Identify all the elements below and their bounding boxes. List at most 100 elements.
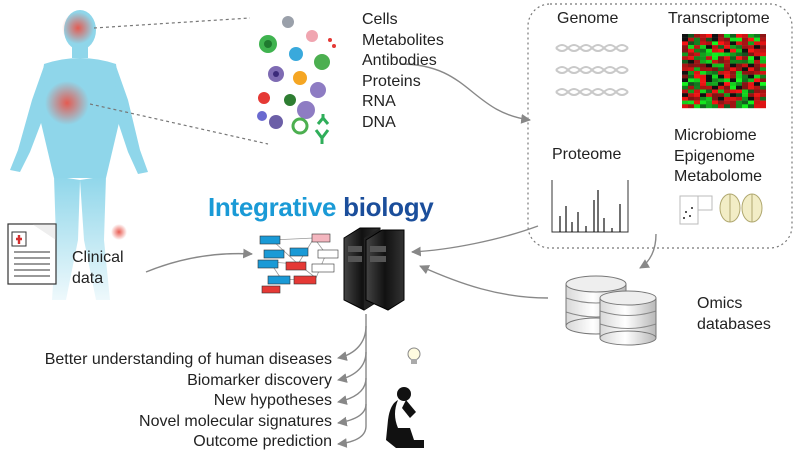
arrow-omics-to-databases [639, 233, 657, 269]
heatmap-cell [682, 78, 688, 83]
heatmap-cell [748, 41, 754, 46]
databases-label-line: Omics [697, 295, 743, 312]
heatmap-cell [730, 63, 736, 68]
component-item: Metabolites [362, 31, 444, 49]
heatmap-cell [736, 100, 742, 105]
heatmap-cell [682, 85, 688, 90]
heatmap-cell [748, 67, 754, 72]
heatmap-cell [742, 96, 748, 101]
heatmap-cell [694, 85, 700, 90]
heatmap-cell [718, 71, 724, 75]
heatmap-cell [718, 52, 724, 57]
heatmap-cell [724, 74, 730, 79]
heatmap-cell [730, 100, 736, 105]
heatmap-cell [682, 41, 688, 46]
clinical-data-label: Clinical data [72, 248, 124, 289]
server-icon [343, 227, 405, 311]
heatmap-cell [700, 56, 706, 61]
heatmap-cell [712, 85, 718, 90]
heatmap-cell [712, 41, 718, 46]
heatmap-cell [718, 56, 724, 61]
heatmap-cell [760, 56, 766, 61]
heatmap-cell [706, 74, 712, 79]
heatmap-cell [688, 89, 694, 94]
heatmap-cell [742, 93, 748, 98]
heatmap-cell [712, 37, 718, 42]
heatmap-cell [754, 96, 760, 101]
heatmap-cell [688, 96, 694, 101]
heatmap-cell [718, 74, 724, 79]
heatmap-cell [724, 67, 730, 72]
components-list: Cells Metabolites Antibodies Proteins RN… [362, 10, 444, 133]
heatmap-cell [700, 48, 706, 53]
heatmap-cell [682, 48, 688, 53]
heatmap-cell [712, 104, 718, 109]
heatmap-cell [730, 96, 736, 101]
heatmap-cell [712, 82, 718, 86]
heatmap-cell [706, 89, 712, 94]
genome-dna-icon [555, 44, 629, 96]
heatmap-cell [682, 34, 688, 38]
heatmap-cell [754, 71, 760, 75]
heatmap-cell [760, 41, 766, 46]
heatmap-cell [760, 45, 766, 49]
heatmap-cell [682, 37, 688, 42]
heatmap-cell [742, 71, 748, 75]
heatmap-cell [682, 96, 688, 101]
heatmap-cell [742, 63, 748, 68]
heatmap-cell [682, 59, 688, 64]
other-omics-list: Microbiome Epigenome Metabolome [674, 126, 762, 188]
dashed-connector-bottom [89, 103, 269, 145]
heatmap-cell [682, 71, 688, 75]
diagram-title: Integrative biology [208, 192, 434, 223]
other-omics-item: Microbiome [674, 127, 757, 144]
heatmap-cell [718, 41, 724, 46]
transcriptome-label: Transcriptome [668, 10, 770, 27]
heatmap-cell [754, 59, 760, 64]
heatmap-cell [688, 34, 694, 38]
arrow-proteome-to-integrative [411, 225, 539, 257]
heatmap-cell [688, 85, 694, 90]
heatmap-cell [718, 45, 724, 49]
omics-databases-label: Omics databases [697, 294, 771, 335]
heatmap-cell [682, 89, 688, 94]
heatmap-cell [706, 67, 712, 72]
heatmap-cell [748, 48, 754, 53]
heatmap-cell [742, 52, 748, 57]
heatmap-cell [730, 34, 736, 38]
heatmap-cell [742, 100, 748, 105]
heatmap-cell [760, 48, 766, 53]
heatmap-cell [694, 71, 700, 75]
arrow-clinical-to-integrative [145, 248, 253, 273]
heatmap-cell [682, 45, 688, 49]
heatmap-cell [694, 34, 700, 38]
heatmap-cell [718, 100, 724, 105]
heatmap-cell [748, 45, 754, 49]
heatmap-cell [706, 85, 712, 90]
heatmap-cell [724, 37, 730, 42]
heatmap-cell [724, 41, 730, 46]
heatmap-cell [730, 85, 736, 90]
heatmap-cell [760, 74, 766, 79]
heatmap-cell [718, 67, 724, 72]
heatmap-cell [682, 67, 688, 72]
genome-label: Genome [557, 10, 619, 27]
heatmap-cell [682, 93, 688, 98]
heatmap-cell [736, 89, 742, 94]
heatmap-cell [718, 104, 724, 109]
heatmap-cell [688, 52, 694, 57]
heatmap-cell [712, 56, 718, 61]
outcome-arrows [337, 314, 367, 448]
heatmap-cell [694, 67, 700, 72]
heatmap-cell [760, 85, 766, 90]
title-word-integrative: Integrative [208, 192, 337, 222]
head-hotspot [62, 12, 94, 44]
heatmap-cell [718, 82, 724, 86]
clinical-document-icon [7, 223, 57, 285]
heatmap-cell [694, 78, 700, 83]
heatmap-cell [724, 85, 730, 90]
heatmap-cell [748, 59, 754, 64]
heatmap-cell [700, 41, 706, 46]
heatmap-cell [724, 82, 730, 86]
heatmap-cell [700, 52, 706, 57]
